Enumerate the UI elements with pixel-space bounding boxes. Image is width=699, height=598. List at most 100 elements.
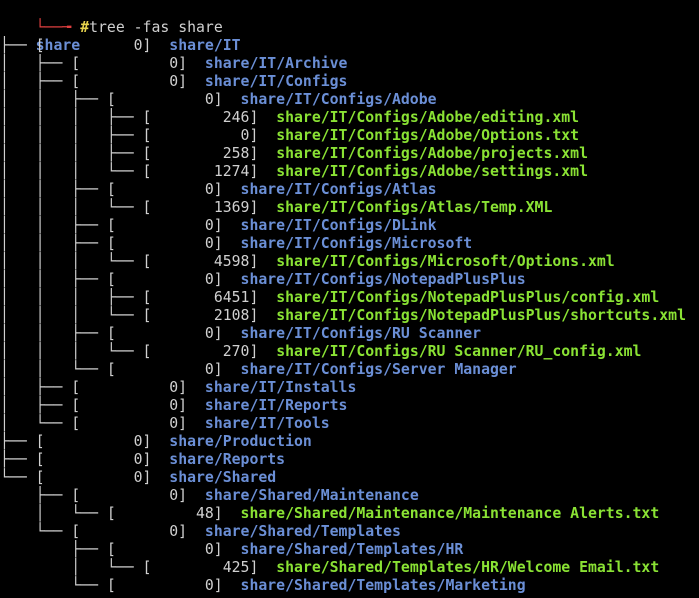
tree-branch: │ │ ├── <box>0 217 107 234</box>
tree-branch: │ │ │ ├── <box>0 109 143 126</box>
tree-entry: │ │ ├── [ 0] share/IT/Configs/DLink <box>0 217 437 235</box>
tree-entry: │ └── [ 0] share/IT/Tools <box>0 415 330 433</box>
file-size: [ 0] <box>71 397 205 414</box>
tree-entry: │ ├── [ 0] share/IT/Configs <box>0 73 347 91</box>
directory-path: share/IT/Configs <box>204 73 348 90</box>
tree-entry: │ │ └── [ 0] share/IT/Configs/Server Man… <box>0 361 517 379</box>
tree-entry: ├── [ 0] share/IT <box>0 37 241 55</box>
tree-branch: │ │ │ └── <box>0 199 143 216</box>
file-size: [ 1369] <box>142 199 277 216</box>
directory-path: share/IT/Configs/Atlas <box>240 181 437 198</box>
tree-branch: │ └── <box>0 559 143 576</box>
tree-entry: │ │ ├── [ 0] share/IT/Configs/Atlas <box>0 181 437 199</box>
tree-branch: │ ├── <box>0 379 72 396</box>
tree-entry: └── [ 0] share/Shared <box>0 469 276 487</box>
tree-branch: │ │ └── <box>0 361 107 378</box>
tree-branch: ├── <box>0 451 36 468</box>
tree-branch: │ │ │ └── <box>0 253 143 270</box>
tree-entry: │ ├── [ 0] share/IT/Reports <box>0 397 347 415</box>
file-path: share/IT/Configs/NotepadPlusPlus/shortcu… <box>276 307 686 324</box>
tree-branch: │ │ │ ├── <box>0 127 143 144</box>
tree-entry: │ │ │ ├── [ 246] share/IT/Configs/Adobe/… <box>0 109 579 127</box>
file-size: [ 0] <box>106 181 241 198</box>
tree-branch: │ │ │ └── <box>0 307 143 324</box>
tree-branch: │ │ ├── <box>0 325 107 342</box>
directory-path: share/IT <box>169 37 241 54</box>
tree-root: share <box>0 19 81 54</box>
file-path: share/IT/Configs/Microsoft/Options.xml <box>276 253 615 270</box>
file-size: [ 0] <box>35 37 170 54</box>
tree-entry: └── [ 0] share/Shared/Templates <box>0 523 401 541</box>
tree-branch: │ └── <box>0 505 107 522</box>
prompt-symbol: # <box>80 19 90 36</box>
file-path: share/Shared/Templates/HR/Welcome Email.… <box>276 559 660 576</box>
tree-entry: └── [ 0] share/Shared/Templates/Marketin… <box>0 577 525 595</box>
tree-entry: │ │ │ └── [ 1369] share/IT/Configs/Atlas… <box>0 199 552 217</box>
tree-entry: │ │ ├── [ 0] share/IT/Configs/NotepadPlu… <box>0 271 526 289</box>
tree-branch: │ │ ├── <box>0 235 107 252</box>
file-size: [ 0] <box>106 325 241 342</box>
tree-entry: │ └── [ 425] share/Shared/Templates/HR/W… <box>0 559 659 577</box>
root-directory: share <box>35 37 81 54</box>
file-path: share/IT/Configs/RU Scanner/RU_config.xm… <box>276 343 642 360</box>
tree-entry: ├── [ 0] share/Reports <box>0 451 285 469</box>
tree-branch: ├── <box>0 487 72 504</box>
file-size: [ 0] <box>106 577 241 594</box>
file-size: [ 0] <box>106 361 241 378</box>
directory-path: share/Shared/Maintenance <box>204 487 419 504</box>
tree-entry: ├── [ 0] share/Shared/Maintenance <box>0 487 419 505</box>
directory-path: share/IT/Reports <box>204 397 348 414</box>
tree-branch: │ └── <box>0 415 72 432</box>
tree-entry: ├── [ 0] share/Production <box>0 433 312 451</box>
tree-branch: │ │ │ ├── <box>0 289 143 306</box>
directory-path: share/IT/Tools <box>204 415 330 432</box>
file-size: [ 0] <box>106 541 241 558</box>
directory-path: share/Shared/Templates/HR <box>240 541 464 558</box>
tree-branch: ├── <box>0 433 36 450</box>
tree-entry: │ │ │ ├── [ 6451] share/IT/Configs/Notep… <box>0 289 659 307</box>
prompt-arrow-icon: └──╼ <box>35 19 81 36</box>
file-path: share/IT/Configs/Adobe/Options.txt <box>276 127 580 144</box>
tree-entry: │ │ │ └── [ 2108] share/IT/Configs/Notep… <box>0 307 686 325</box>
prompt-line: └──╼ #tree -fas share <box>0 1 223 36</box>
tree-entry: │ │ │ └── [ 4598] share/IT/Configs/Micro… <box>0 253 615 271</box>
directory-path: share/IT/Configs/NotepadPlusPlus <box>240 271 526 288</box>
tree-branch: │ │ ├── <box>0 181 107 198</box>
directory-path: share/Reports <box>169 451 286 468</box>
file-size: [ 0] <box>35 451 170 468</box>
directory-path: share/IT/Configs/Microsoft <box>240 235 473 252</box>
file-size: [ 6451] <box>142 289 277 306</box>
file-size: [ 4598] <box>142 253 277 270</box>
tree-entry: ├── [ 0] share/Shared/Templates/HR <box>0 541 463 559</box>
file-size: [ 270] <box>142 343 277 360</box>
directory-path: share/IT/Archive <box>204 55 348 72</box>
tree-entry: │ │ │ ├── [ 0] share/IT/Configs/Adobe/Op… <box>0 127 579 145</box>
file-size: [ 246] <box>142 109 277 126</box>
file-size: [ 1274] <box>142 163 277 180</box>
tree-branch: │ ├── <box>0 55 72 72</box>
file-size: [ 0] <box>106 271 241 288</box>
file-size: [ 0] <box>71 379 205 396</box>
directory-path: share/IT/Configs/DLink <box>240 217 437 234</box>
file-size: [ 0] <box>106 217 241 234</box>
directory-path: share/Shared <box>169 469 277 486</box>
tree-entry: │ │ ├── [ 0] share/IT/Configs/Adobe <box>0 91 437 109</box>
directory-path: share/IT/Configs/RU Scanner <box>240 325 482 342</box>
file-size: [ 0] <box>71 523 205 540</box>
file-size: [ 425] <box>142 559 277 576</box>
directory-path: share/IT/Installs <box>204 379 357 396</box>
file-size: [ 0] <box>142 127 277 144</box>
file-size: [ 48] <box>106 505 241 522</box>
tree-branch: └── <box>0 577 107 594</box>
tree-branch: │ │ │ ├── <box>0 145 143 162</box>
tree-entry: │ ├── [ 0] share/IT/Installs <box>0 379 356 397</box>
file-path: share/IT/Configs/NotepadPlusPlus/config.… <box>276 289 660 306</box>
file-path: share/IT/Configs/Adobe/editing.xml <box>276 109 580 126</box>
command-text: tree -fas share <box>89 19 223 36</box>
tree-branch: │ │ ├── <box>0 91 107 108</box>
file-size: [ 0] <box>71 73 205 90</box>
file-path: share/Shared/Maintenance/Maintenance Ale… <box>240 505 660 522</box>
file-size: [ 0] <box>106 235 241 252</box>
tree-entry: │ │ │ ├── [ 258] share/IT/Configs/Adobe/… <box>0 145 588 163</box>
